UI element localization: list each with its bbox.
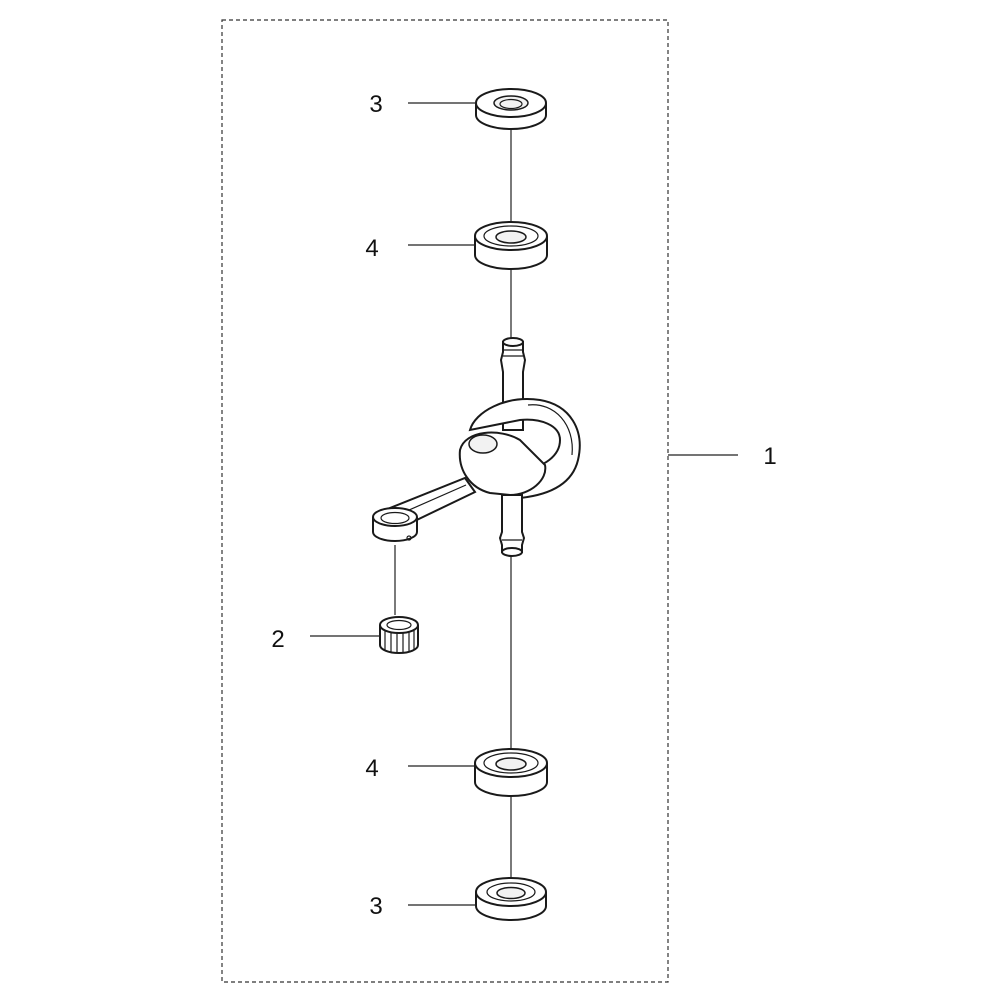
bearing-bottom [474,748,548,797]
callout-3-bottom: 3 [369,893,382,920]
seal-bottom [475,877,547,921]
callout-3-top: 3 [369,91,382,118]
bearing-top [474,221,548,270]
assembly-boundary [221,19,669,983]
callout-2: 2 [271,626,284,653]
callout-4-top: 4 [365,235,378,262]
crankshaft [372,337,581,557]
callout-4-bottom: 4 [365,755,378,782]
seal-top [475,88,547,130]
needle-bearing [379,616,419,654]
callout-1: 1 [763,443,776,470]
